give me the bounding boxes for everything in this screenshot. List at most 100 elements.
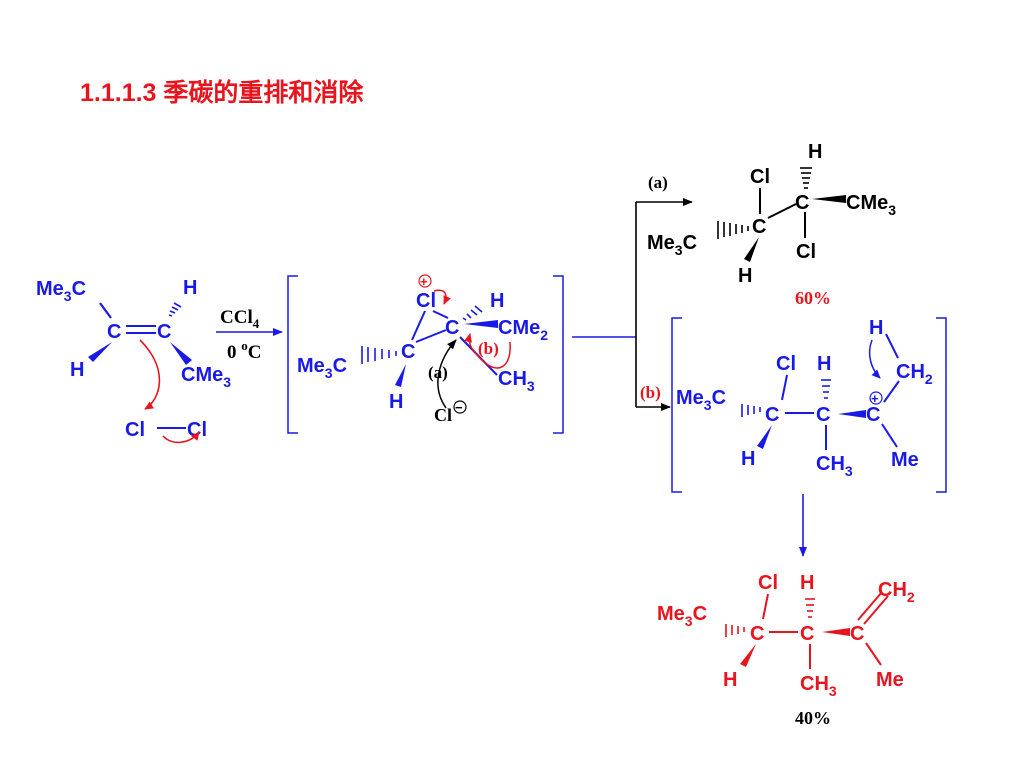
int-hash-h-top: [462, 305, 483, 321]
fp-ch2: CH2: [878, 579, 915, 605]
bracket-left-2: [671, 317, 682, 493]
pb-curved-arrow-h-shift: [868, 339, 881, 379]
fp-ch3: CH3: [800, 673, 837, 699]
chlorine-molecule: Cl Cl: [125, 419, 207, 441]
reactant-cme3: CMe3: [181, 364, 231, 390]
fp-hash-me3c: [725, 624, 745, 637]
final-product-allyl-chloride: Cl H CH2 Me3C C C C H CH3 Me 40%: [657, 572, 915, 728]
bracket-right-1: [553, 275, 564, 434]
int-cl-minus: Cl: [434, 405, 452, 425]
int-wedge-h: [395, 364, 406, 387]
int-bond-cl-cright: [432, 310, 449, 319]
reactant-alkene: Me3C H C C H CMe3: [36, 277, 231, 390]
pb-me: Me: [891, 449, 919, 471]
cl-right: Cl: [187, 419, 207, 441]
slide-title: 1.1.1.3 季碳的重排和消除: [80, 78, 364, 107]
reactant-h-bottom: H: [70, 359, 84, 381]
yield-40: 40%: [795, 708, 831, 728]
int-h-top: H: [490, 290, 504, 312]
reactant-bond-me3c: [99, 302, 112, 319]
reactant-curved-arrow-pi: [139, 339, 161, 410]
pb-hash-h: [821, 379, 831, 399]
cl-left: Cl: [125, 419, 145, 441]
pb-ch3: CH3: [816, 453, 853, 479]
reagent-ccl4: CCl4: [220, 307, 260, 331]
reactant-c-left: C: [107, 321, 121, 343]
fp-h-bottom: H: [723, 669, 737, 691]
int-bond-cc: [415, 329, 447, 343]
fp-wedge-h: [740, 644, 756, 667]
pa-c-right: C: [795, 192, 809, 214]
chloronium-intermediate: Cl + H C CMe2 Me3C C CH3 H (b) (a) Cl −: [287, 274, 564, 434]
pb-h-ts: H: [869, 317, 883, 339]
pb-wedge-h: [757, 425, 772, 449]
pb-c2: C: [816, 404, 830, 426]
int-curved-arrow-a: [437, 339, 457, 409]
pa-wedge-cme3: [812, 195, 846, 203]
reactant-curved-arrow-clcl: [162, 431, 200, 444]
int-ch3: CH3: [498, 368, 535, 394]
temperature: 0 oC: [227, 338, 261, 363]
bracket-right-2: [936, 317, 947, 493]
pb-h-bottom: H: [741, 448, 755, 470]
int-bond-cl-cleft: [411, 310, 426, 341]
pa-hash-me3c: [717, 221, 749, 239]
int-label-b: (b): [478, 339, 499, 358]
bracket-left-1: [287, 275, 298, 434]
pb-h-mid: H: [817, 353, 831, 375]
fp-wedge-c3: [822, 628, 850, 636]
reactant-wedge-cme3: [170, 342, 192, 365]
pb-ch2: CH2: [896, 361, 933, 387]
fp-cl: Cl: [758, 572, 778, 594]
pb-me3c: Me3C: [676, 387, 726, 413]
pa-me3c: Me3C: [647, 232, 697, 258]
int-minus: −: [455, 400, 463, 415]
int-wedge-cme2: [464, 320, 498, 328]
label-path-b: (b): [640, 383, 661, 402]
reactant-c-right: C: [157, 321, 171, 343]
fp-h-top: H: [800, 572, 814, 594]
int-curved-arrow-b: [464, 333, 511, 369]
fp-c1: C: [750, 623, 764, 645]
branch-arrows: (a) (b): [572, 173, 693, 411]
reactant-wedge-h: [88, 342, 112, 362]
pa-hash-h: [800, 167, 812, 189]
fp-me: Me: [876, 669, 904, 691]
pa-cl-bottom: Cl: [796, 241, 816, 263]
reactant-me3c: Me3C: [36, 278, 86, 304]
int-cme2: CMe2: [498, 317, 548, 343]
product-a-dichloride: H Cl C CMe3 Me3C C Cl H 60%: [647, 141, 896, 308]
pb-wedge-c3: [838, 410, 866, 418]
int-plus: +: [420, 274, 428, 289]
reactant-hash-h: [168, 302, 182, 317]
int-me3c: Me3C: [297, 355, 347, 381]
fp-c3: C: [850, 623, 864, 645]
reactant-h-top: H: [183, 277, 197, 299]
pa-wedge-h: [744, 237, 759, 262]
label-path-a: (a): [648, 173, 668, 192]
yield-60: 60%: [795, 288, 831, 308]
reaction-conditions: CCl4 0 oC: [216, 307, 283, 363]
int-h-bottom: H: [389, 391, 403, 413]
pb-plus: +: [871, 391, 879, 406]
rearranged-carbocation: H CH2 Cl H Me3C C C C H CH3 Me +: [671, 317, 947, 493]
pa-h: H: [808, 141, 822, 163]
int-c-right: C: [445, 317, 459, 339]
int-label-a: (a): [428, 363, 448, 382]
pa-h-bottom: H: [738, 265, 752, 287]
int-curved-arrow-clplus: [433, 289, 451, 305]
pb-c1: C: [765, 404, 779, 426]
pa-c-left: C: [752, 216, 766, 238]
int-c-left: C: [401, 341, 415, 363]
pb-hash-me3c: [741, 404, 761, 417]
int-hash-me3c: [361, 346, 397, 364]
pa-cl-top: Cl: [750, 166, 770, 188]
pa-cme3: CMe3: [846, 192, 896, 218]
pb-cl: Cl: [776, 353, 796, 375]
fp-c2: C: [800, 623, 814, 645]
pb-c3: C: [866, 404, 880, 426]
fp-hash-h: [805, 598, 815, 618]
int-cl: Cl: [416, 290, 436, 312]
fp-me3c: Me3C: [657, 603, 707, 629]
